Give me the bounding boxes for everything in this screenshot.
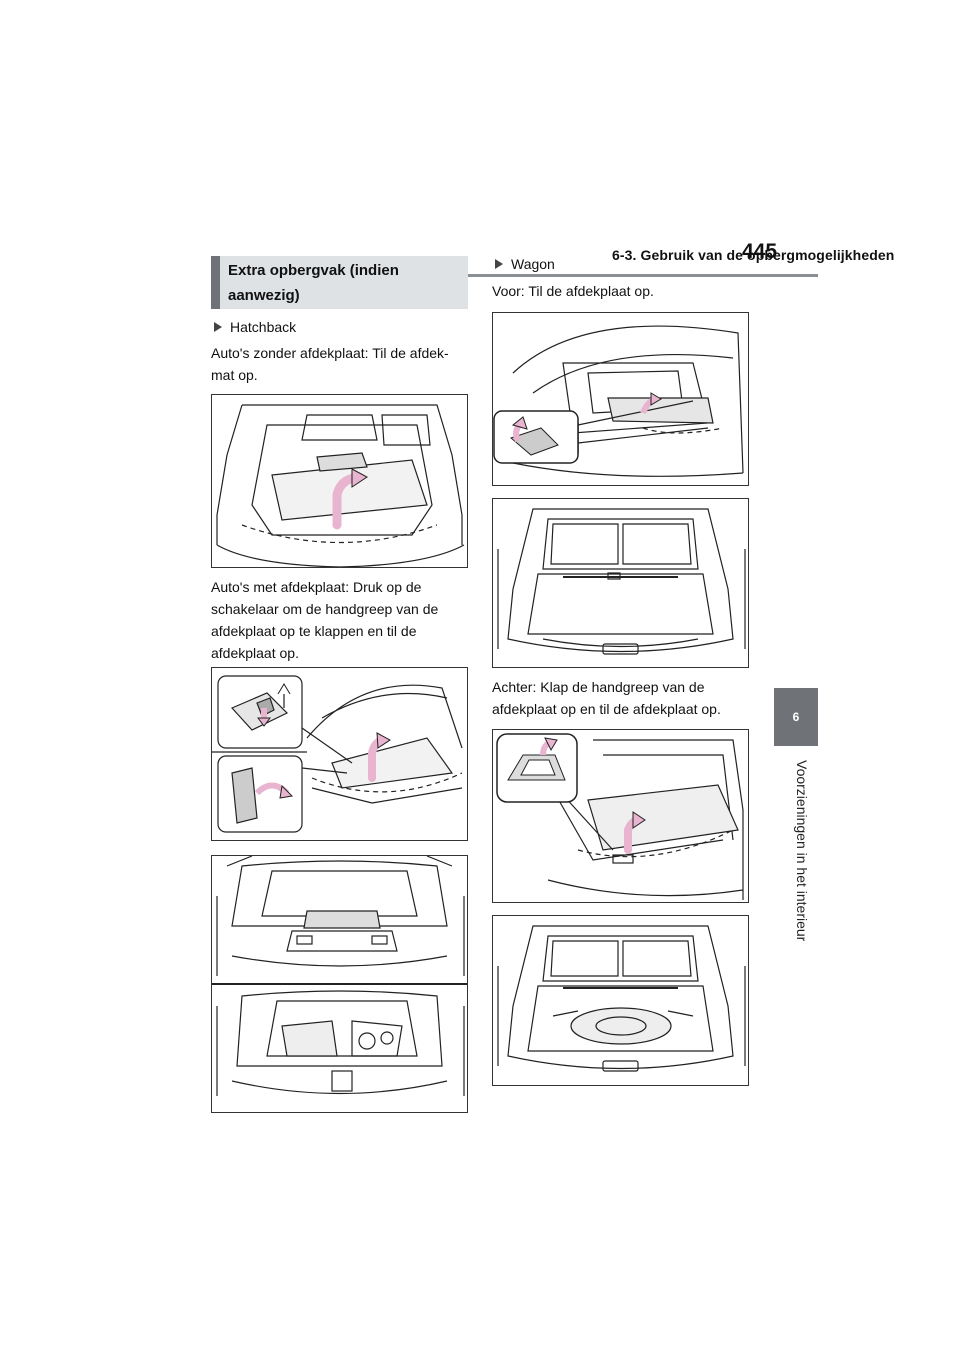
- paragraph-line: Auto's met afdekplaat: Druk op de: [211, 579, 422, 595]
- chapter-number: 6: [792, 710, 800, 724]
- header-rule: [212, 274, 818, 277]
- paragraph-line: afdekplaat op.: [211, 645, 299, 661]
- bullet-wagon-label: Wagon: [511, 256, 555, 272]
- section-heading-line1: Extra opbergvak (indien: [228, 262, 399, 279]
- figure-wagon-rear: [492, 729, 749, 903]
- figure-wagon-storage: [492, 915, 749, 1086]
- chapter-title-text: Voorzieningen in het interieur: [794, 760, 810, 942]
- paragraph-line: Achter: Klap de handgreep van de: [492, 679, 705, 695]
- figure-hatchback-storage: [211, 855, 468, 1113]
- chapter-tab: 6: [774, 688, 818, 746]
- paragraph-line: schakelaar om de handgreep van de: [211, 601, 439, 617]
- figure-hatchback-no-cover: [211, 394, 468, 568]
- header-section-title: 6-3. Gebruik van de opbergmogelijkheden: [612, 247, 895, 263]
- figure-hatchback-with-cover: [211, 667, 468, 841]
- paragraph-line: afdekplaat op en til de afdekplaat op.: [492, 701, 721, 717]
- figure-wagon-cargo: [492, 498, 749, 668]
- bullet-wagon: Wagon: [495, 256, 555, 272]
- triangle-bullet-icon: [495, 259, 503, 269]
- triangle-bullet-icon: [214, 322, 222, 332]
- section-heading: Extra opbergvak (indien aanwezig): [211, 256, 468, 309]
- paragraph-no-cover: Auto's zonder afdekplaat: Til de afdek- …: [211, 342, 449, 386]
- paragraph-rear: Achter: Klap de handgreep van de afdekpl…: [492, 676, 721, 720]
- paragraph-with-cover: Auto's met afdekplaat: Druk op de schake…: [211, 576, 438, 664]
- bullet-hatchback: Hatchback: [214, 319, 296, 335]
- page-number: 445: [742, 240, 778, 263]
- section-heading-line2: aanwezig): [228, 287, 300, 304]
- paragraph-line: mat op.: [211, 367, 258, 383]
- figure-wagon-front: [492, 312, 749, 486]
- bullet-hatchback-label: Hatchback: [230, 319, 297, 335]
- paragraph-line: afdekplaat op te klappen en til de: [211, 623, 417, 639]
- chapter-title: Voorzieningen in het interieur: [794, 760, 814, 1000]
- paragraph-front: Voor: Til de afdekplaat op.: [492, 283, 654, 299]
- paragraph-line: Auto's zonder afdekplaat: Til de afdek-: [211, 345, 449, 361]
